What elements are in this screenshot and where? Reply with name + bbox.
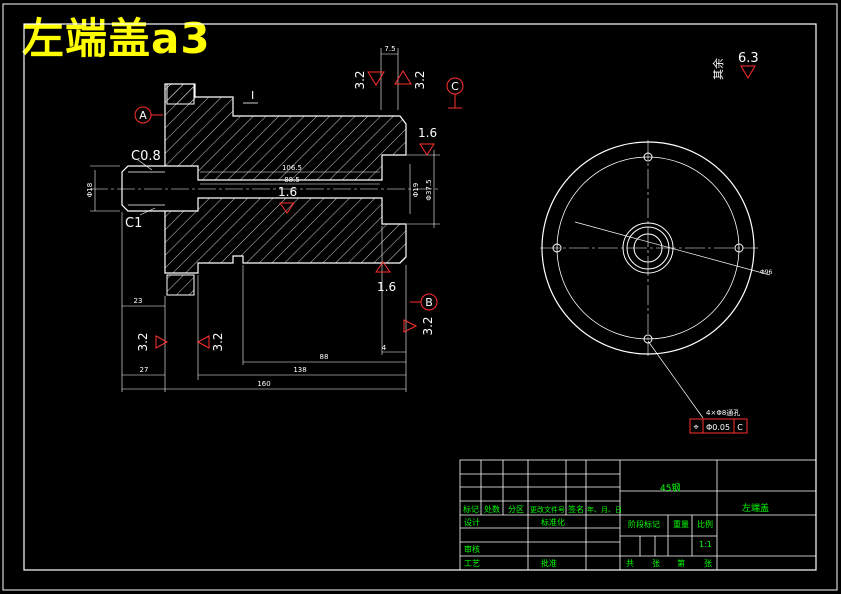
- tolerance-datum: C: [737, 423, 743, 432]
- roughness-32-right: 3.2: [421, 316, 435, 335]
- datum-c: C: [451, 80, 459, 93]
- tb-scale: 比例: [697, 519, 713, 529]
- tb-weight: 重量: [673, 519, 689, 529]
- dim-88: 88: [320, 353, 329, 361]
- hole-leader: [647, 340, 704, 419]
- tolerance-value: Φ0.05: [706, 423, 730, 432]
- bolt-hole-right: [734, 243, 744, 253]
- tb-zone: 分区: [508, 505, 524, 514]
- left-hub: [121, 165, 165, 212]
- tb-review: 审核: [464, 544, 480, 554]
- tolerance-frame: [689, 418, 748, 434]
- tb-count: 处数: [484, 504, 500, 514]
- tb-sheet-total: 共: [626, 559, 634, 568]
- dim-27: 27: [140, 366, 149, 374]
- flange-top: [166, 83, 195, 105]
- dim-phi19: Φ19: [412, 183, 420, 197]
- datum-a: A: [139, 109, 147, 122]
- hole-note: 4×Φ8通孔: [706, 408, 740, 417]
- dia-leader: [574, 221, 771, 276]
- dim-phi37: Φ37.5: [425, 179, 433, 200]
- tb-design: 设计: [464, 517, 480, 527]
- tb-change-doc: 更改文件号: [530, 505, 565, 514]
- datum-markers: [134, 77, 464, 311]
- dim-phi18: Φ18: [86, 183, 94, 197]
- dim-23: 23: [134, 297, 143, 305]
- roughness-16-top: 1.6: [418, 126, 437, 140]
- tb-scale-value: 1:1: [699, 540, 712, 549]
- end-view: Φ96 4×Φ8通孔 ⌖ Φ0.05 C 其余 6.3: [540, 51, 773, 434]
- roughness-symbols: [155, 65, 756, 349]
- tb-standardize: 标准化: [541, 517, 565, 527]
- dim-7-5: 7.5: [384, 45, 395, 53]
- bolt-hole-left: [552, 243, 562, 253]
- section-view: 106.5 88.5 Φ18 Φ19 Φ37.5 23 27 88 4 138 …: [86, 45, 756, 392]
- tb-sheet-word2: 张: [704, 559, 712, 568]
- tb-mark: 标记: [463, 504, 479, 514]
- dimension-lines: [90, 48, 440, 392]
- tb-process: 工艺: [464, 559, 480, 568]
- roughness-16-mid: 1.6: [278, 185, 297, 199]
- outer-border: [2, 3, 838, 591]
- roughness-32-tr: 3.2: [413, 70, 427, 89]
- roughness-16-bottom: 1.6: [377, 280, 396, 294]
- tb-sign: 签名: [568, 504, 584, 514]
- datum-b: B: [425, 296, 433, 309]
- hatch-lower: [164, 197, 407, 274]
- inner-border: [23, 23, 817, 571]
- general-roughness-value: 6.3: [738, 51, 759, 66]
- title-block: [459, 459, 817, 571]
- detail-label-i: I: [251, 89, 254, 102]
- chamfer-c08: C0.8: [131, 149, 161, 164]
- tb-part-name: 左端盖: [742, 502, 769, 514]
- roughness-32-tl: 3.2: [353, 70, 367, 89]
- dim-160: 160: [257, 380, 270, 388]
- bolt-hole-top: [643, 152, 653, 162]
- tb-sheet-no: 第: [677, 558, 685, 568]
- dim-106: 106.5: [282, 164, 302, 172]
- bolt-hole-bottom: [643, 334, 653, 344]
- roughness-32-bb: 3.2: [211, 332, 225, 351]
- end-dim-phi96: Φ96: [760, 269, 773, 276]
- dim-88-5: 88.5: [284, 176, 300, 184]
- dim-4: 4: [382, 344, 387, 352]
- tb-stage-mark: 阶段标记: [628, 519, 660, 529]
- flange-bottom: [166, 274, 195, 296]
- hatch-upper: [164, 83, 407, 181]
- general-roughness-label: 其余: [711, 58, 725, 80]
- chamfer-c1: C1: [125, 216, 142, 231]
- tb-date: 年、月、日: [587, 505, 622, 514]
- tb-material: 45钢: [660, 482, 680, 494]
- tb-approve: 批准: [541, 558, 557, 568]
- dim-138: 138: [293, 366, 306, 374]
- roughness-32-ba: 3.2: [136, 332, 150, 351]
- tolerance-symbol: ⌖: [693, 423, 698, 433]
- tb-sheet-word: 张: [652, 559, 660, 568]
